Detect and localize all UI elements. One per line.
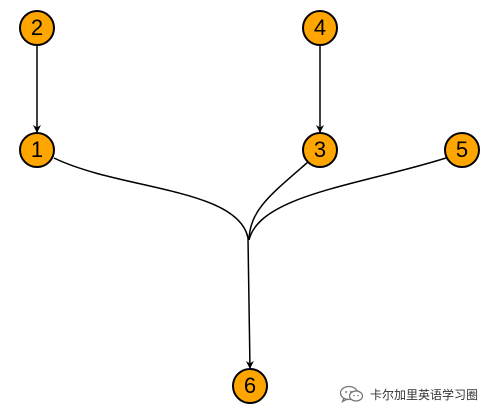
node-2-label: 2	[31, 15, 43, 40]
node-1-circle	[19, 132, 55, 168]
node-4: 4	[302, 10, 338, 46]
node-6-label: 6	[244, 373, 256, 398]
node-3: 3	[302, 132, 338, 168]
node-2-circle	[19, 10, 55, 46]
node-1-label: 1	[31, 137, 43, 162]
node-4-label: 4	[314, 15, 326, 40]
node-3-circle	[302, 132, 338, 168]
nodes: 2 4 1 3 5 6	[19, 10, 480, 404]
node-2: 2	[19, 10, 55, 46]
node-5-circle	[444, 132, 480, 168]
node-5-label: 5	[456, 137, 468, 162]
node-1: 1	[19, 132, 55, 168]
edges	[33, 45, 447, 370]
node-6-circle	[232, 368, 268, 404]
node-3-label: 3	[314, 137, 326, 162]
node-6: 6	[232, 368, 268, 404]
wechat-icon	[339, 385, 365, 403]
edge-3-to-6	[248, 161, 309, 241]
watermark: 卡尔加里英语学习圈	[339, 384, 478, 404]
watermark-text: 卡尔加里英语学习圈	[370, 387, 479, 402]
edge-1-to-6	[53, 157, 254, 370]
node-5: 5	[444, 132, 480, 168]
node-4-circle	[302, 10, 338, 46]
edge-5-to-6	[248, 157, 447, 241]
